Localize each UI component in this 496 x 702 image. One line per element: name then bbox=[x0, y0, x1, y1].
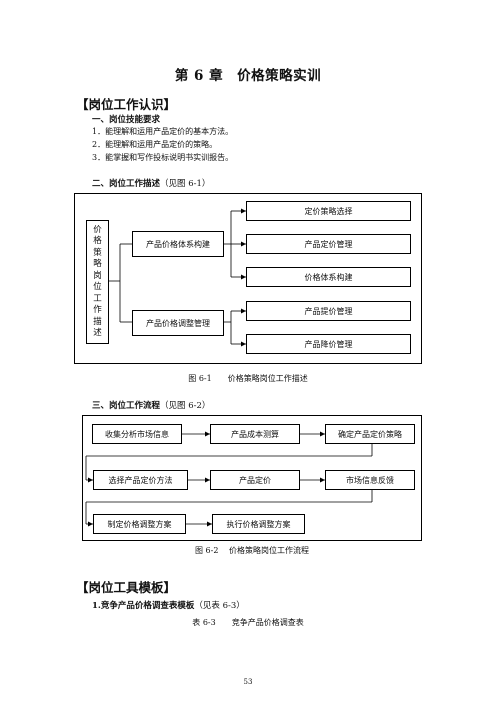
desc-root-box: 价格策略岗位工作描述 bbox=[86, 220, 109, 344]
flow-step: 收集分析市场信息 bbox=[92, 424, 182, 444]
chapter-name: 价格策略实训 bbox=[237, 68, 322, 84]
flow-step: 确定产品定价策略 bbox=[325, 424, 415, 444]
skill-item: 1．能理解和运用产品定价的基本方法。 bbox=[92, 127, 234, 136]
desc-branch-2: 产品价格调整管理 bbox=[132, 310, 224, 336]
desc-leaf: 定价策略选择 bbox=[246, 201, 411, 221]
desc-branch-1: 产品价格体系构建 bbox=[132, 231, 224, 257]
section-tools: 【岗位工具模板】 bbox=[76, 580, 177, 595]
flow-heading: 三、岗位工作流程（见图 6-2） bbox=[92, 401, 211, 411]
flow-step: 执行价格调整方案 bbox=[212, 514, 305, 534]
template-note: （见表 6-3） bbox=[194, 601, 245, 611]
section-cognition: 【岗位工作认识】 bbox=[76, 97, 177, 112]
page-number: 53 bbox=[243, 678, 253, 686]
desc-leaf: 产品提价管理 bbox=[246, 301, 411, 321]
template-heading: 1.竞争产品价格调查表模板（见表 6-3） bbox=[92, 601, 245, 611]
desc-leaf: 产品定价管理 bbox=[246, 234, 411, 254]
flow-step: 产品定价 bbox=[210, 470, 300, 490]
skill-item: 3．能掌握和写作投标说明书实训报告。 bbox=[92, 153, 234, 162]
desc-heading: 二、岗位工作描述（见图 6-1） bbox=[92, 179, 211, 189]
flow-step: 产品成本测算 bbox=[210, 424, 300, 444]
flow-note: （见图 6-2） bbox=[160, 401, 211, 411]
figure-6-2-caption: 图 6-2 价格策略岗位工作流程 bbox=[195, 546, 309, 555]
flow-step: 制定价格调整方案 bbox=[93, 514, 186, 534]
chapter-title: 第 6 章价格策略实训 bbox=[0, 64, 496, 84]
desc-leaf: 产品降价管理 bbox=[246, 334, 411, 354]
desc-root-label: 价格策略岗位工作描述 bbox=[93, 224, 102, 339]
chapter-number: 第 6 章 bbox=[174, 68, 224, 84]
figure-6-1-caption: 图 6-1 价格策略岗位工作描述 bbox=[188, 374, 308, 383]
skill-item: 2．能理解和运用产品定价的策略。 bbox=[92, 140, 218, 149]
skills-heading: 一、岗位技能要求 bbox=[92, 115, 161, 125]
desc-note: （见图 6-1） bbox=[160, 179, 211, 189]
flow-step: 选择产品定价方法 bbox=[93, 470, 188, 490]
desc-leaf: 价格体系构建 bbox=[246, 267, 411, 287]
flow-step: 市场信息反馈 bbox=[325, 470, 415, 490]
table-6-3-caption: 表 6-3 竞争产品价格调查表 bbox=[192, 618, 304, 627]
